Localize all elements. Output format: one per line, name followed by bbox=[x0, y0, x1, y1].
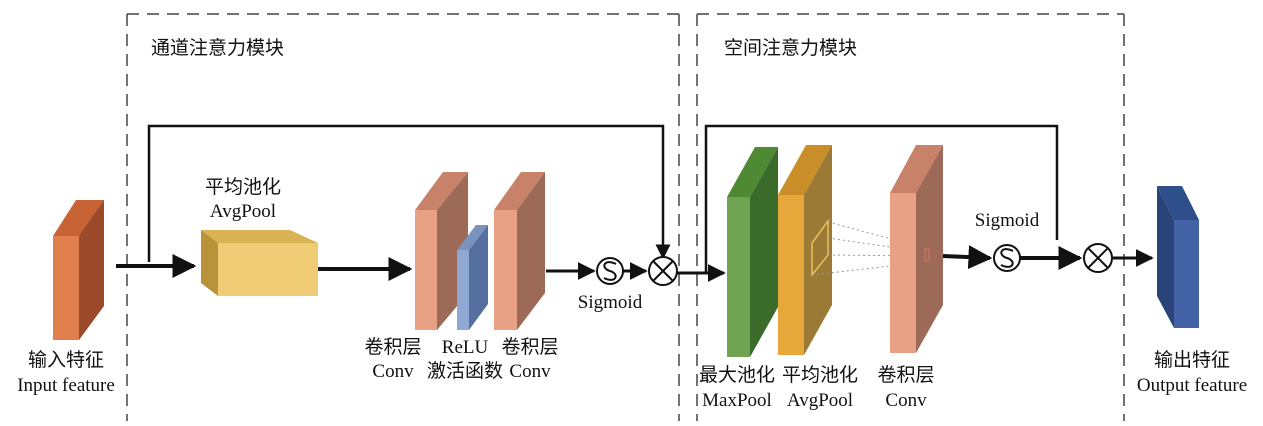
multiply-icon-1 bbox=[648, 256, 678, 286]
relu-block bbox=[457, 225, 488, 330]
output-feature-label-zh: 输出特征 bbox=[1154, 349, 1230, 371]
maxpool-label-en: MaxPool bbox=[702, 390, 772, 411]
input-feature-block bbox=[53, 200, 104, 340]
avgpool2-label-en: AvgPool bbox=[787, 390, 853, 411]
maxpool-block bbox=[727, 147, 778, 357]
channel-attention-module-box bbox=[126, 13, 680, 421]
spatial-module-title: 空间注意力模块 bbox=[724, 37, 857, 59]
output-feature-label-en: Output feature bbox=[1137, 375, 1247, 396]
maxpool-label-zh: 最大池化 bbox=[699, 364, 775, 386]
conv1-label-zh: 卷积层 bbox=[364, 336, 421, 358]
relu-label-en: ReLU bbox=[442, 337, 489, 358]
spatial-attention-module-box bbox=[696, 13, 1125, 421]
sigmoid-icon-1 bbox=[596, 257, 624, 285]
conv1-label-en: Conv bbox=[372, 361, 414, 382]
relu-label-zh: 激活函数 bbox=[427, 360, 503, 382]
output-feature-block bbox=[1157, 186, 1199, 328]
input-feature-label-zh: 输入特征 bbox=[28, 349, 104, 371]
sigmoid2-label: Sigmoid bbox=[975, 210, 1040, 231]
spatial-skip-connection bbox=[704, 124, 1059, 273]
conv2-label-en: Conv bbox=[509, 361, 551, 382]
conv2-label-zh: 卷积层 bbox=[501, 336, 558, 358]
sigmoid-icon-2 bbox=[993, 244, 1021, 272]
avgpool1-label-en: AvgPool bbox=[210, 201, 276, 222]
channel-skip-connection bbox=[147, 124, 671, 262]
avgpool-block-2 bbox=[778, 145, 832, 355]
conv3-label-zh: 卷积层 bbox=[877, 364, 934, 386]
conv-block-3 bbox=[890, 145, 943, 353]
conv-block-2 bbox=[494, 172, 545, 330]
multiply-icon-2 bbox=[1083, 243, 1113, 273]
input-feature-label-en: Input feature bbox=[17, 375, 115, 396]
channel-module-title: 通道注意力模块 bbox=[151, 37, 284, 59]
avgpool-block-1 bbox=[201, 230, 318, 296]
sigmoid1-label: Sigmoid bbox=[578, 292, 643, 313]
avgpool1-label-zh: 平均池化 bbox=[205, 176, 281, 198]
arrow-conv-to-sigmoid-2 bbox=[942, 245, 993, 270]
avgpool2-label-zh: 平均池化 bbox=[782, 364, 858, 386]
conv3-label-en: Conv bbox=[885, 390, 927, 411]
